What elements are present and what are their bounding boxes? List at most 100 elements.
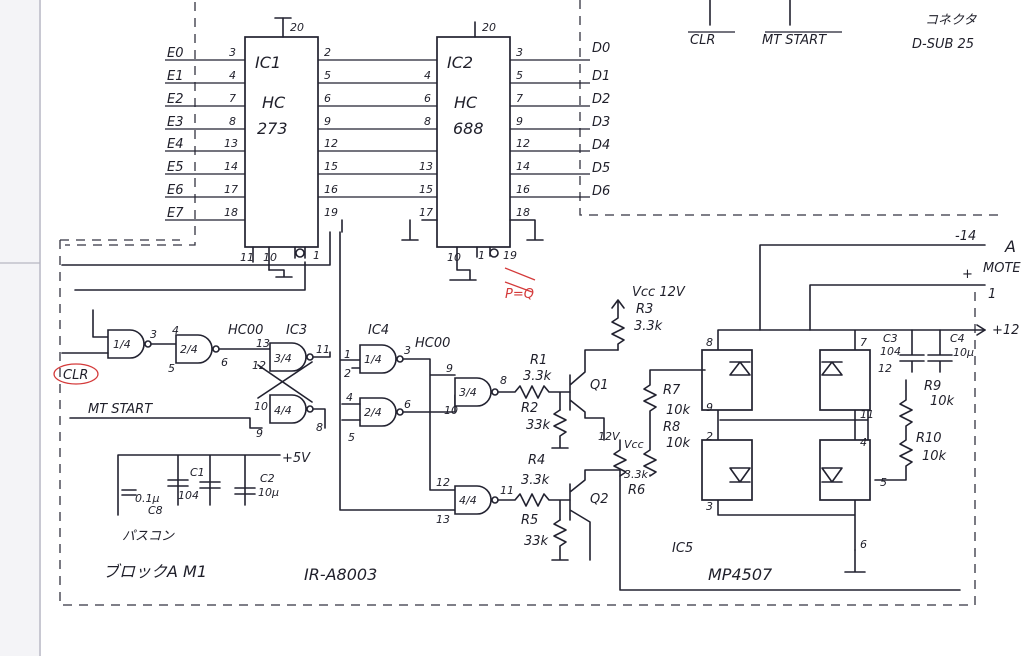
ic1-pin-4: 4 [229, 69, 236, 82]
footer-code: IR-A8003 [304, 565, 377, 584]
ic5-pin-12: 12 [878, 362, 892, 375]
v12-label: 12V [598, 430, 621, 443]
r1-label: R1 [530, 353, 547, 368]
vcc-small: Vcc [624, 438, 644, 451]
ic2-pin-19: 19 [503, 249, 517, 262]
bypass-capacitors: +5V 0.1μ C8 C1 104 C2 10μ パスコン [117, 451, 311, 544]
side-inputs: CLR MT START [53, 363, 263, 429]
output-d6: D6 [592, 184, 610, 199]
r9-label: R9 [924, 379, 941, 394]
q2-driver: R4 3.3k R5 33k Q2 [497, 453, 621, 561]
ic2-chip: IC2 HC 688 20 [436, 21, 511, 248]
r1-value: 3.3k [523, 369, 552, 384]
ic1-pin-8: 8 [229, 115, 236, 128]
supply-resistors: Vcc 12V R3 3.3k Vcc 12V 3.3k R6 [598, 285, 686, 498]
input-e2: E2 [167, 92, 184, 107]
c8-value: 0.1μ [135, 492, 160, 505]
output-d3: D3 [592, 115, 610, 130]
red-annotation: P=Q [504, 267, 536, 302]
r3-value: 3.3k [634, 319, 663, 334]
ic2-pin-13: 13 [419, 160, 433, 173]
ic1-pin-13: 13 [224, 137, 238, 150]
ic5-pin-6: 6 [860, 538, 867, 551]
ic3-gate-1: 1/4 [113, 338, 131, 351]
c3-label: C3 [883, 332, 898, 345]
ic4-pin-4: 4 [346, 391, 353, 404]
ic4-gates: IC4 HC00 1/4 2/4 3/4 4/4 1 2 3 4 5 6 9 1… [339, 231, 514, 526]
ic2-pin-vcc: 20 [482, 21, 496, 34]
ic2-pin-12: 12 [516, 137, 530, 150]
ic3-pin-5: 5 [168, 362, 175, 375]
output-d1: D1 [592, 69, 610, 84]
motor-mote: MOTE [983, 261, 1021, 276]
ic3-pin-13: 13 [256, 337, 270, 350]
ic5-pin-5: 5 [880, 476, 887, 489]
ic3-gate-3: 4/4 [274, 404, 292, 417]
title-block: ブロックA M1 IR-A8003 [103, 562, 377, 584]
footer-block: ブロックA M1 [103, 562, 207, 581]
r6-value: 3.3k [624, 468, 648, 481]
block-boundary-top [59, 0, 1000, 606]
motor-one: 1 [988, 287, 996, 302]
latch-bus: 2 5 6 9 12 15 16 19 4 6 8 13 15 17 [318, 46, 437, 219]
ic4-pin-3: 3 [404, 344, 411, 357]
red-note: P=Q [505, 287, 534, 302]
ic1-pin-7: 7 [229, 92, 236, 105]
ic4-pin-6: 6 [404, 398, 411, 411]
r5-label: R5 [521, 513, 538, 528]
ic1-part: 273 [257, 119, 288, 138]
ic2-part: 688 [453, 119, 484, 138]
ic1-pin-1: 1 [313, 249, 320, 262]
ic1-pin-6: 6 [324, 92, 331, 105]
ic5-pin-2: 2 [706, 430, 713, 443]
ic3-pin-3: 3 [150, 328, 157, 341]
c2-value: 10μ [258, 486, 279, 499]
ic4-pin-11: 11 [500, 484, 514, 497]
ic1-pin-10: 10 [263, 251, 277, 264]
ic4-pin-2: 2 [344, 367, 351, 380]
ic4-gate-1: 1/4 [364, 353, 382, 366]
ic5-pin-7: 7 [860, 336, 867, 349]
c4-value: 10μ [953, 346, 974, 359]
c8-label: C8 [148, 504, 163, 517]
r2-label: R2 [521, 401, 538, 416]
r3-label: R3 [636, 302, 653, 317]
header-dsub: D-SUB 25 [912, 37, 974, 52]
ic3-label: HC00 [228, 323, 263, 338]
ic4-pin-10: 10 [444, 404, 458, 417]
motor-plus12: +12 [992, 323, 1019, 338]
mt-start-tag: MT START [88, 402, 153, 417]
ic2-pin-1: 1 [478, 249, 485, 262]
ic5-pin-4: 4 [860, 436, 867, 449]
ic1-name: IC1 [255, 53, 281, 72]
output-d5: D5 [592, 161, 610, 176]
ic4-pin-9: 9 [446, 362, 453, 375]
ic2-pin-15: 15 [419, 183, 433, 196]
ic1-pin-3: 3 [229, 46, 236, 59]
ic-ground-pins: 11 10 1 10 1 19 [240, 219, 544, 281]
r7-label: R7 [663, 383, 681, 398]
ic3-name: IC3 [286, 323, 307, 338]
c1-label: C1 [190, 466, 205, 479]
r4-label: R4 [528, 453, 545, 468]
ic1-pin-2: 2 [324, 46, 331, 59]
r6-label: R6 [628, 483, 645, 498]
ic1-pin-18: 18 [224, 206, 238, 219]
ic5-h-bridge: R7 10k R8 10k R9 10k R10 10k 8 9 2 3 7 1… [619, 244, 986, 591]
r5-value: 33k [524, 534, 549, 549]
ic4-pin-8: 8 [500, 374, 507, 387]
input-e0: E0 [167, 46, 184, 61]
r8-value: 10k [666, 436, 691, 451]
ic2-pin-16: 16 [516, 183, 530, 196]
c1-value: 104 [178, 489, 199, 502]
q2-label: Q2 [590, 492, 609, 507]
vcc-label: Vcc 12V [632, 285, 686, 300]
r8-label: R8 [663, 420, 680, 435]
ic1-pin-9: 9 [324, 115, 331, 128]
c3-value: 104 [880, 345, 901, 358]
r9-value: 10k [930, 394, 955, 409]
ic2-pin-6: 6 [424, 92, 431, 105]
ic3-pin-6: 6 [221, 356, 228, 369]
motor-connector: -14 A MOTE + 1 +12 [955, 229, 1021, 338]
ic5-pin-3: 3 [706, 500, 713, 513]
